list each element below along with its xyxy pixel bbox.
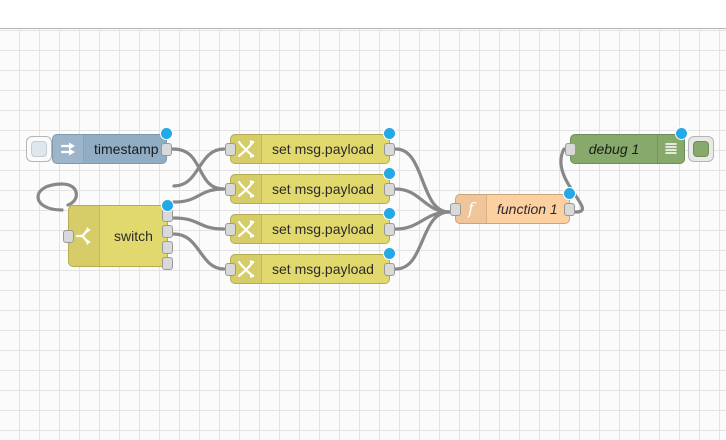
- debug-1-input-port[interactable]: [565, 143, 576, 156]
- inject-status-dot: [160, 127, 173, 140]
- switch-node-label: switch: [114, 228, 153, 244]
- node-inject-timestamp[interactable]: timestamp: [52, 127, 173, 164]
- switch-output-port-3[interactable]: [162, 241, 173, 254]
- node-change-1[interactable]: set msg.payload: [225, 127, 396, 164]
- change-1-output-port[interactable]: [384, 143, 395, 156]
- function-1-input-port[interactable]: [450, 203, 461, 216]
- change-4-input-port[interactable]: [225, 263, 236, 276]
- flow-canvas[interactable]: timestamp switch: [0, 29, 726, 440]
- inject-trigger-inner: [31, 141, 47, 157]
- change-3-input-port[interactable]: [225, 223, 236, 236]
- change-1-status-dot: [383, 127, 396, 140]
- change-2-status-dot: [383, 167, 396, 180]
- function-1-label: function 1: [497, 201, 558, 217]
- function-1-status-dot: [563, 187, 576, 200]
- change-4-label: set msg.payload: [272, 261, 374, 277]
- debug-lines-icon: [657, 135, 684, 163]
- change-swap-icon: [231, 215, 262, 243]
- svg-text:f: f: [467, 199, 477, 218]
- change-4-status-dot: [383, 247, 396, 260]
- change-1-label: set msg.payload: [272, 141, 374, 157]
- node-function-1[interactable]: f function 1: [450, 187, 576, 224]
- function-1-output-port[interactable]: [564, 203, 575, 216]
- change-swap-icon: [231, 135, 262, 163]
- change-3-output-port[interactable]: [384, 223, 395, 236]
- inject-output-port[interactable]: [161, 143, 172, 156]
- change-2-label: set msg.payload: [272, 181, 374, 197]
- node-change-4[interactable]: set msg.payload: [225, 247, 396, 284]
- node-switch[interactable]: switch: [63, 199, 174, 270]
- switch-output-port-2[interactable]: [162, 225, 173, 238]
- inject-arrow-icon: [53, 135, 84, 163]
- node-change-3[interactable]: set msg.payload: [225, 207, 396, 244]
- change-1-input-port[interactable]: [225, 143, 236, 156]
- switch-output-port-4[interactable]: [162, 257, 173, 270]
- change-4-output-port[interactable]: [384, 263, 395, 276]
- change-3-status-dot: [383, 207, 396, 220]
- change-2-output-port[interactable]: [384, 183, 395, 196]
- inject-trigger-button[interactable]: [26, 136, 52, 162]
- change-swap-icon: [231, 255, 262, 283]
- change-swap-icon: [231, 175, 262, 203]
- debug-1-status-dot: [675, 127, 688, 140]
- change-2-input-port[interactable]: [225, 183, 236, 196]
- change-3-label: set msg.payload: [272, 221, 374, 237]
- editor-header-strip: [0, 0, 726, 29]
- node-debug-1[interactable]: debug 1: [565, 127, 688, 164]
- switch-input-port[interactable]: [63, 230, 74, 243]
- debug-toggle-inner: [693, 141, 709, 157]
- function-f-icon: f: [456, 195, 487, 223]
- debug-toggle-button[interactable]: [688, 136, 714, 162]
- debug-1-label: debug 1: [588, 141, 640, 157]
- inject-node-label: timestamp: [94, 141, 159, 157]
- node-change-2[interactable]: set msg.payload: [225, 167, 396, 204]
- switch-branch-icon: [69, 206, 100, 266]
- node-layer[interactable]: timestamp switch: [0, 29, 726, 440]
- switch-status-dot: [161, 199, 174, 212]
